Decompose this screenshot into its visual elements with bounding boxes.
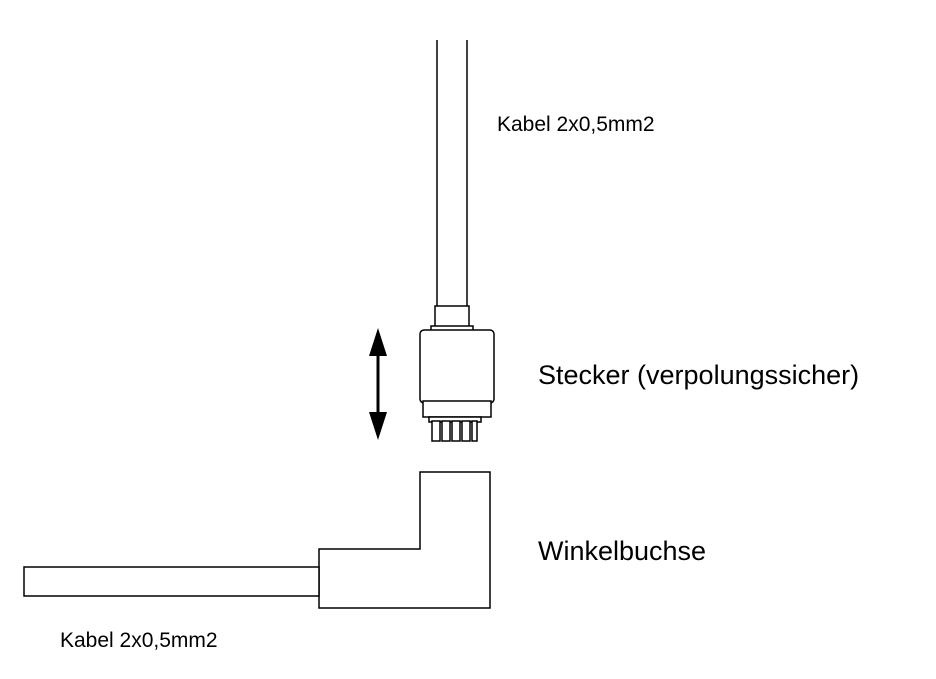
plug-neck xyxy=(434,305,470,329)
plug-body xyxy=(419,329,495,404)
plug-connector xyxy=(419,305,495,442)
socket-label: Winkelbuchse xyxy=(538,536,707,566)
plug-label: Stecker (verpolungssicher) xyxy=(538,360,860,390)
double-headed-arrow-icon xyxy=(369,328,387,440)
bottom-cable xyxy=(23,566,320,597)
angle-socket xyxy=(318,471,491,609)
top-cable xyxy=(436,40,468,308)
bottom-cable-label: Kabel 2x0,5mm2 xyxy=(60,629,218,652)
plug-pins xyxy=(428,416,482,442)
plug-lower-rim xyxy=(422,400,492,418)
socket-body xyxy=(318,471,491,609)
top-cable-label: Kabel 2x0,5mm2 xyxy=(497,113,655,136)
